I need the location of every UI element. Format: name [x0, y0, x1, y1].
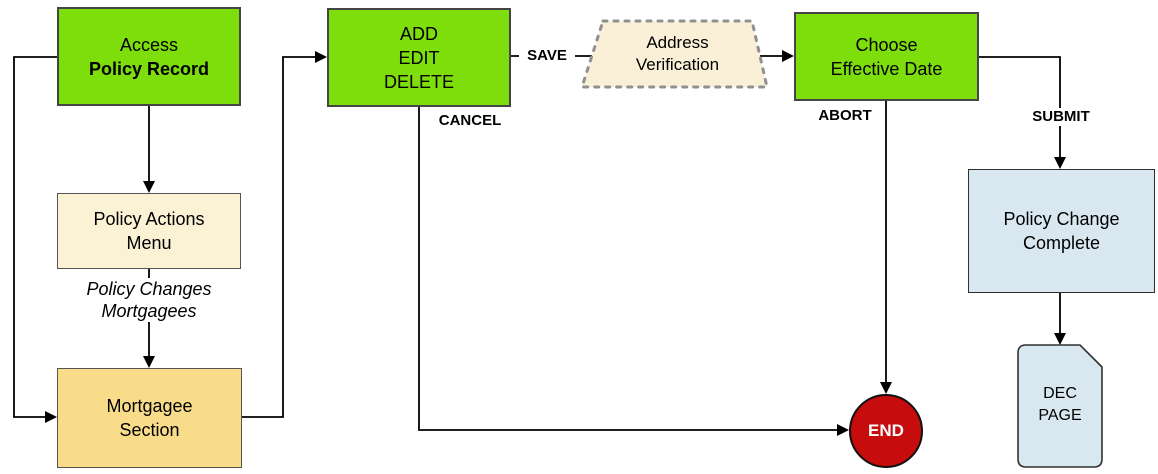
edge-label-abort: ABORT	[818, 107, 872, 124]
node-add-edit-delete: ADD EDIT DELETE	[327, 8, 511, 107]
edge-verification-to-date	[760, 50, 794, 62]
address-verification-shape	[580, 19, 769, 89]
node-address-verification-label: Address Verification	[635, 33, 720, 74]
dec-page-shape	[1017, 344, 1103, 468]
node-mortgagee-section: Mortgagee Section	[57, 368, 242, 468]
edge-label-submit: SUBMIT	[1024, 108, 1098, 126]
node-access-policy-record: Access Policy Record	[57, 7, 241, 106]
end-terminator-label: END	[868, 421, 904, 440]
edge-access-to-actions-menu	[143, 106, 155, 193]
edge-access-to-mortgagee	[13, 56, 57, 423]
access-policy-record-line2: Policy Record	[88, 58, 210, 79]
menu-options-annotation: Policy Changes Mortgagees	[57, 278, 241, 322]
end-terminator: END	[849, 394, 923, 468]
node-policy-change-complete: Policy Change Complete	[968, 169, 1155, 293]
node-dec-page-label: DEC PAGE	[1038, 385, 1082, 424]
edge-label-save: SAVE	[519, 47, 575, 65]
node-policy-actions-menu: Policy Actions Menu	[57, 193, 241, 269]
edge-complete-to-decpage	[1054, 293, 1066, 345]
edge-mortgagee-to-addeditdelete	[242, 51, 327, 418]
access-policy-record-line1: Access	[119, 34, 179, 55]
edge-label-cancel: CANCEL	[438, 112, 502, 129]
node-choose-effective-date: Choose Effective Date	[794, 12, 979, 101]
edge-abort-to-end	[880, 101, 892, 394]
edge-cancel-to-end	[418, 107, 849, 436]
